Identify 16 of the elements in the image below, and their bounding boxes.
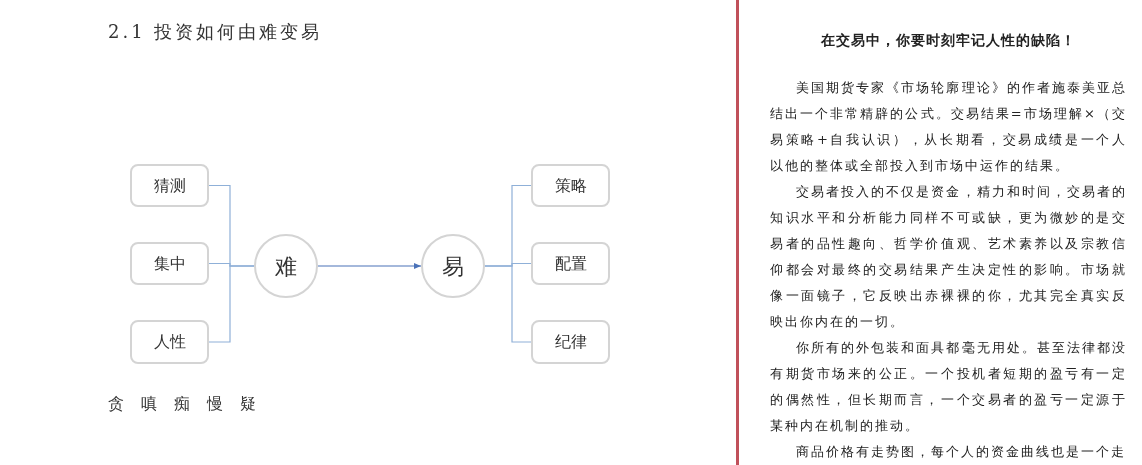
bracket-connector	[208, 265, 255, 343]
paragraph: 你所有的外包装和面具都毫无用处。甚至法律都没有期货市场来的公正。一个投机者短期的盈亏有一定的偶然性，但长期而言，一个交易者的盈亏一定源于某种内在机制的推动。	[770, 339, 1127, 435]
paragraph: 商品价格有走势图，每个人的资金曲线也是一个走	[795, 443, 1127, 461]
paragraph: 美国期货专家《市场轮廓理论》的作者施泰美亚总结出一个非常精辟的公式。交易结果=市场理解×（交易策略+自我认识），从长期看，交易成绩是一个人以他的整体或全部投入到市场中运作的结果。	[770, 79, 1127, 175]
rounded-box: 配置	[531, 242, 610, 285]
bracket-connector	[484, 265, 532, 343]
rounded-box: 人性	[130, 320, 209, 364]
rounded-box: 集中	[130, 242, 209, 285]
arrow	[317, 263, 422, 269]
article-heading: 在交易中，你要时刻牢记人性的缺陷！	[820, 31, 1077, 50]
section-heading: 2.1 投资如何由难变易	[108, 20, 323, 44]
rounded-box: 猜测	[130, 164, 209, 207]
rounded-box: 策略	[531, 164, 610, 207]
paragraph: 交易者投入的不仅是资金，精力和时间，交易者的知识水平和分析能力同样不可或缺，更为微妙的是交易者的品性趣向、哲学价值观、艺术素养以及宗教信仰都会对最终的交易结果产生决定性的影响。市场就像一面镜子，它反映出赤裸裸的你，尤其完全真实反映出你内在的一切。	[770, 183, 1127, 331]
caption-text: 贪 嗔 痴 慢 疑	[108, 393, 263, 415]
rounded-box: 纪律	[531, 320, 610, 364]
